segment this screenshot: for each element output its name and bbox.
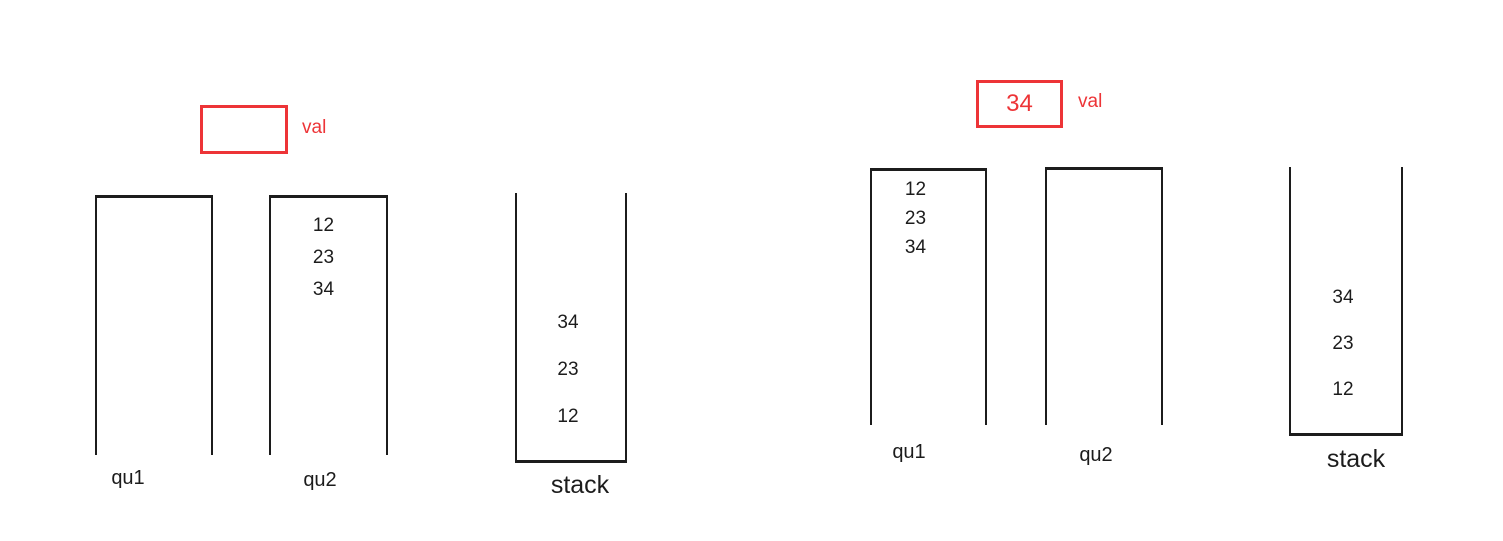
stack-container: 34 23 12 <box>515 193 627 463</box>
val-value: 34 <box>1006 90 1033 117</box>
queue-qu1-container: 12 23 34 <box>870 168 987 425</box>
queue-qu2-label: qu2 <box>303 469 337 491</box>
val-label: val <box>1078 91 1103 112</box>
val-label: val <box>302 117 327 138</box>
val-box <box>200 105 288 154</box>
val-box: 34 <box>976 80 1063 128</box>
stack-item: 12 <box>1332 379 1354 400</box>
queue-qu2-container <box>1045 167 1163 425</box>
stack-item: 23 <box>557 359 579 380</box>
stack-label: stack <box>550 471 610 499</box>
queue-qu1-container <box>95 195 213 455</box>
queue-qu1-label: qu1 <box>892 441 926 463</box>
queue-item: 23 <box>904 208 927 229</box>
queue-qu2-label: qu2 <box>1079 444 1113 466</box>
stack-label: stack <box>1326 445 1386 473</box>
queue-item: 34 <box>904 237 927 258</box>
queue-qu2-container: 12 23 34 <box>269 195 388 455</box>
queue-qu1-label: qu1 <box>111 467 145 489</box>
stack-container: 34 23 12 <box>1289 167 1403 436</box>
queue-item: 12 <box>904 179 927 200</box>
queue-item: 23 <box>312 247 335 268</box>
stack-item: 34 <box>1332 287 1354 308</box>
stack-item: 34 <box>557 312 579 333</box>
queue-item: 34 <box>312 279 335 300</box>
stack-item: 12 <box>557 406 579 427</box>
queue-item: 12 <box>312 215 335 236</box>
stack-item: 23 <box>1332 333 1354 354</box>
